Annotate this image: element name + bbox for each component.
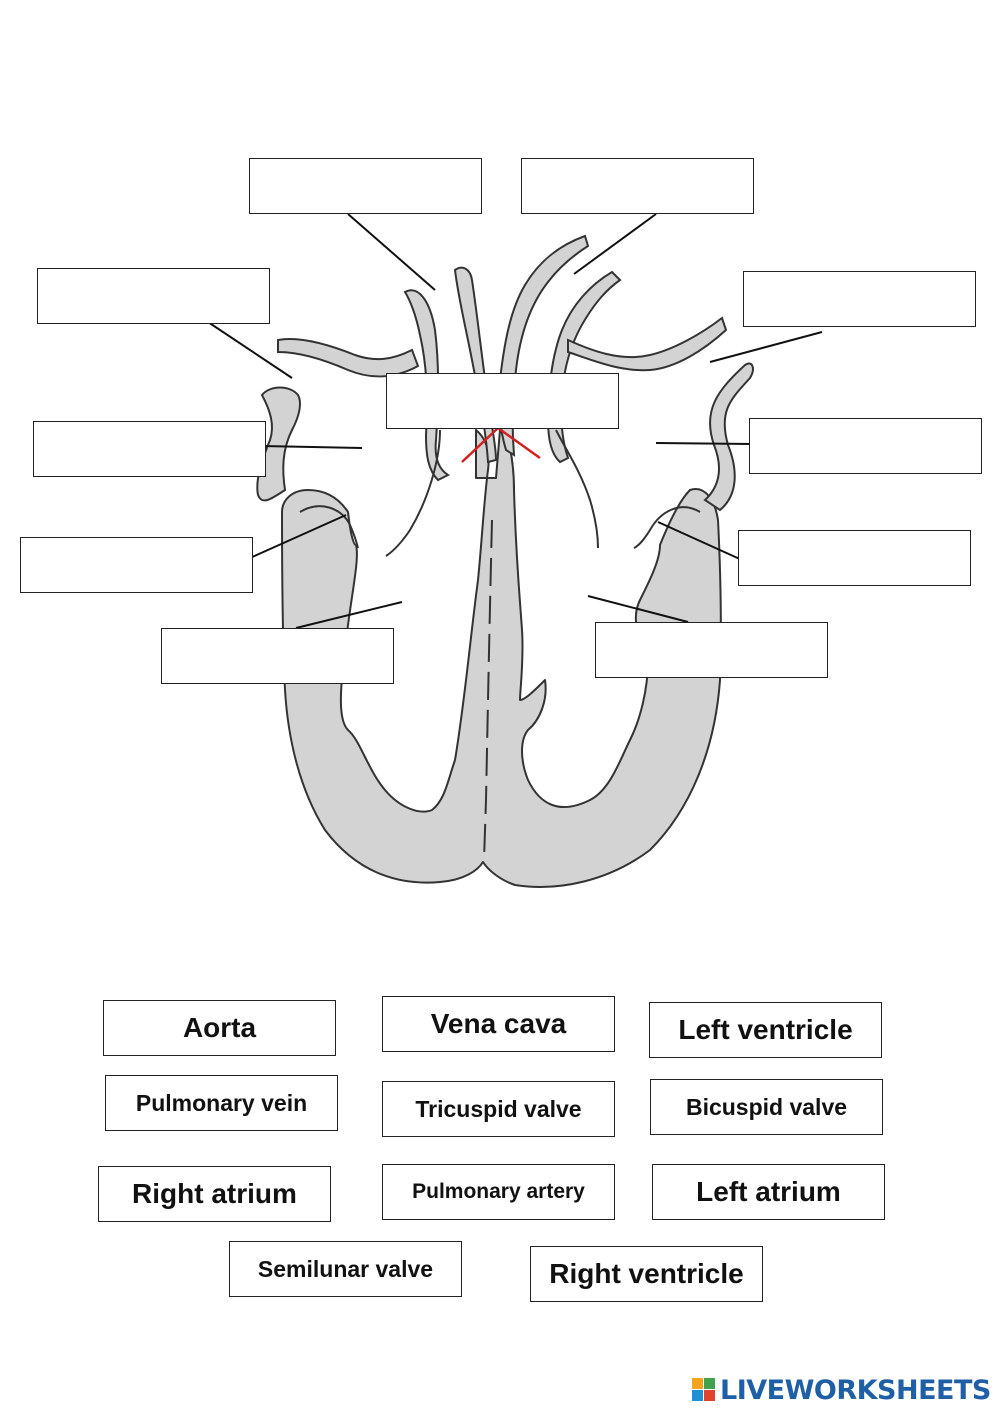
- brand-logo: LIVEWORKSHEETS: [692, 1372, 991, 1408]
- leader-line-lower-left: [249, 514, 347, 559]
- inner-left-wall: [385, 429, 441, 557]
- answer-box-mid-right[interactable]: [749, 418, 982, 474]
- word-card-tricuspid-valve[interactable]: Tricuspid valve: [382, 1081, 615, 1137]
- heart-wall: [281, 429, 722, 888]
- heart-diagram: [207, 213, 823, 888]
- word-card-left-atrium[interactable]: Left atrium: [652, 1164, 885, 1220]
- answer-box-lower-left[interactable]: [20, 537, 253, 593]
- vena-cava-vessel: [403, 289, 451, 482]
- leader-line-bottom-right: [587, 595, 689, 623]
- pulmonary-vein-vessel: [546, 270, 622, 464]
- word-card-pulmonary-artery[interactable]: Pulmonary artery: [382, 1164, 615, 1220]
- answer-box-bottom-right[interactable]: [595, 622, 828, 678]
- right-branch-vessel: [567, 316, 728, 372]
- leader-lines: [207, 213, 823, 629]
- word-card-label: Aorta: [182, 1012, 257, 1043]
- inner-right-wall: [555, 429, 599, 549]
- word-card-label: Vena cava: [430, 1008, 567, 1039]
- word-card-left-ventricle[interactable]: Left ventricle: [649, 1002, 882, 1058]
- word-card-label: Tricuspid valve: [415, 1095, 582, 1122]
- leader-line-upper-right: [709, 331, 823, 363]
- answer-box-upper-right[interactable]: [743, 271, 976, 327]
- brand-name: LIVEWORKSHEETS: [720, 1374, 991, 1406]
- answer-box-bottom-left[interactable]: [161, 628, 394, 684]
- left-branch-vessel: [277, 338, 420, 378]
- liveworksheets-icon: [692, 1378, 716, 1402]
- center-leader-line-left: [461, 427, 499, 463]
- answer-box-upper-left[interactable]: [37, 268, 270, 324]
- word-card-label: Right atrium: [132, 1178, 297, 1209]
- bicuspid-valve-flap: [633, 506, 701, 549]
- word-card-semilunar-valve[interactable]: Semilunar valve: [229, 1241, 462, 1297]
- answer-box-center[interactable]: [386, 373, 619, 429]
- word-card-label: Left ventricle: [678, 1014, 853, 1045]
- right-atrium-wall: [256, 386, 301, 502]
- word-card-label: Bicuspid valve: [685, 1093, 848, 1120]
- tricuspid-valve-flap: [299, 505, 359, 549]
- word-card-aorta[interactable]: Aorta: [103, 1000, 336, 1056]
- word-card-label: Pulmonary vein: [135, 1089, 308, 1116]
- word-card-label: Pulmonary artery: [412, 1180, 585, 1203]
- center-leader-lines: [461, 426, 541, 463]
- word-card-right-ventricle[interactable]: Right ventricle: [530, 1246, 763, 1302]
- leader-line-top-right: [573, 213, 657, 275]
- word-card-right-atrium[interactable]: Right atrium: [98, 1166, 331, 1222]
- answer-box-top-right[interactable]: [521, 158, 754, 214]
- center-leader-line-right: [497, 426, 541, 460]
- answer-box-lower-right[interactable]: [738, 530, 971, 586]
- leader-line-bottom-left: [295, 601, 403, 629]
- word-card-bicuspid-valve[interactable]: Bicuspid valve: [650, 1079, 883, 1135]
- leader-line-mid-left: [261, 445, 363, 449]
- leader-line-top-left: [347, 213, 436, 291]
- leader-line-lower-right: [657, 521, 743, 561]
- word-card-label: Semilunar valve: [257, 1255, 434, 1282]
- left-atrium-wall: [703, 362, 754, 512]
- leader-line-upper-left: [207, 321, 293, 379]
- answer-box-mid-left[interactable]: [33, 421, 266, 477]
- word-card-pulmonary-vein[interactable]: Pulmonary vein: [105, 1075, 338, 1131]
- word-card-vena-cava[interactable]: Vena cava: [382, 996, 615, 1052]
- word-card-label: Left atrium: [696, 1176, 841, 1207]
- aorta-vessel: [498, 234, 590, 457]
- word-card-label: Right ventricle: [549, 1258, 744, 1289]
- answer-box-top-left[interactable]: [249, 158, 482, 214]
- septum-line: [483, 519, 493, 861]
- leader-line-mid-right: [655, 442, 753, 445]
